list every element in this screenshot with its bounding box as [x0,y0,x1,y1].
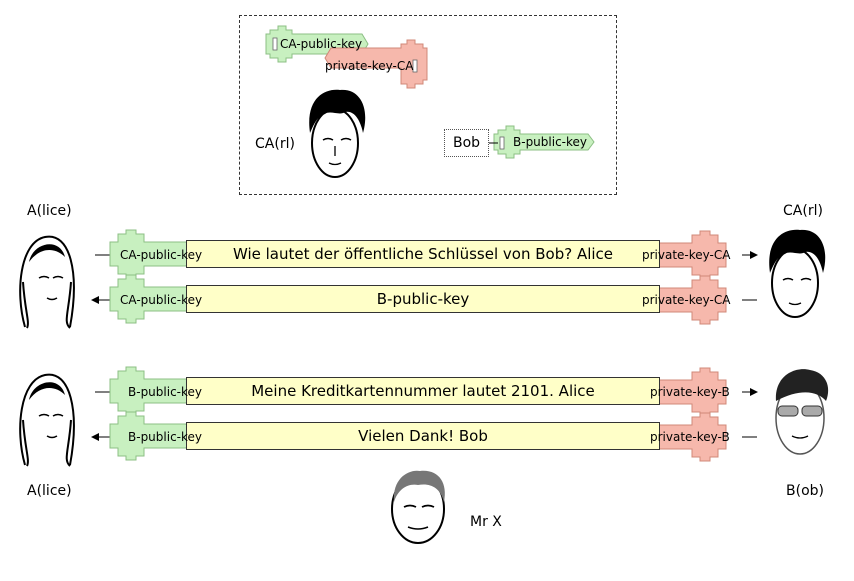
row-2-graphics [91,274,757,325]
private-key-ca-icon [324,39,428,89]
alice-top-label: A(lice) [27,203,72,219]
row-2-right-key-label: private-key-CA [642,293,731,307]
row-4-graphics [91,411,757,462]
row-3-left-key-label: B-public-key [128,385,203,399]
message-bar-1: Wie lautet der öffentliche Schlüssel von… [186,240,660,268]
mrx-face-icon [391,470,445,544]
row-2-left-key-label: CA-public-key [120,293,203,307]
private-key-ca-label: private-key-CA [325,59,414,73]
ca-box-label: CA(rl) [255,136,295,152]
alice-face-top-icon [19,235,75,329]
row-1-left-key-label: CA-public-key [120,248,203,262]
mrx-label: Mr X [470,514,502,530]
row-4-right-key-label: private-key-B [650,430,730,444]
ca-public-key-label: CA-public-key [280,37,363,51]
ca-face-right-icon [769,229,826,318]
row-3-graphics [95,366,758,417]
b-public-key-label: B-public-key [513,135,588,149]
bob-bottom-label: B(ob) [786,483,824,499]
row-3-right-key-label: private-key-B [650,385,730,399]
ca-right-label: CA(rl) [783,203,823,219]
alice-bottom-label: A(lice) [27,483,72,499]
row-1-right-key-label: private-key-CA [642,248,731,262]
message-bar-2: B-public-key [186,285,660,313]
message-bar-3: Meine Kreditkartennummer lautet 2101. Al… [186,377,660,405]
ca-face-icon [309,89,366,178]
b-public-key-icon [493,125,595,159]
row-1-graphics [95,229,758,280]
bob-face-icon [775,369,829,455]
alice-face-bottom-icon [19,373,75,467]
bob-name-box: Bob [444,129,489,157]
message-bar-4: Vielen Dank! Bob [186,422,660,450]
ca-key-store-box [239,15,617,195]
row-4-left-key-label: B-public-key [128,430,203,444]
